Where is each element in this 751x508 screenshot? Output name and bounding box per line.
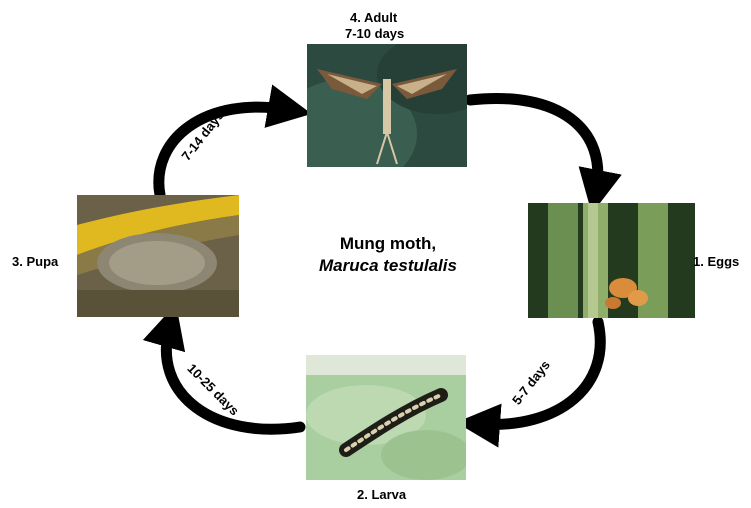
stage-larva-label: 2. Larva: [357, 487, 406, 502]
title-common-name: Mung moth,: [340, 234, 436, 253]
stage-pupa-label: 3. Pupa: [12, 254, 58, 269]
pupa-photo: [77, 195, 239, 317]
title-scientific-name: Maruca testulalis: [283, 255, 493, 277]
adult-moth-photo: [307, 44, 467, 167]
arrow-pupa-to-adult: [159, 107, 290, 195]
stage-adult-label: 4. Adult: [350, 10, 397, 25]
stage-adult-duration: 7-10 days: [345, 26, 404, 41]
larva-photo: [306, 355, 466, 480]
eggs-photo: [528, 203, 695, 318]
arrow-adult-to-eggs: [470, 98, 598, 192]
stage-eggs-label: 1. Eggs: [693, 254, 739, 269]
diagram-title: Mung moth, Maruca testulalis: [283, 233, 493, 277]
